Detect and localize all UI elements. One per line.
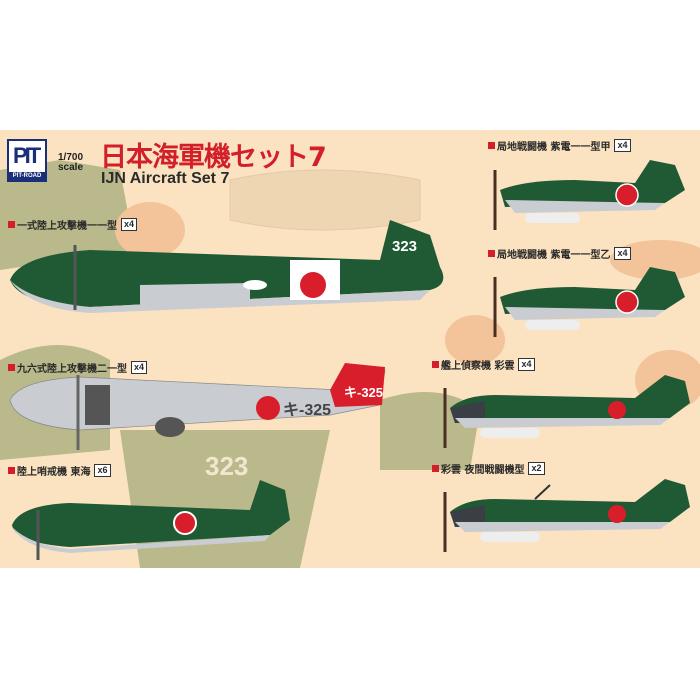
scale-word: scale	[58, 162, 84, 173]
tokai-patrol-illustration	[12, 480, 290, 560]
shiden-kou-illustration	[493, 160, 685, 230]
tail-code: キ-325	[344, 385, 383, 400]
scale-ratio: 1/700	[58, 152, 84, 163]
scale-label: 1/700 scale	[58, 153, 83, 173]
tail-code: 323	[392, 238, 417, 255]
title-japanese: 日本海軍機セット7	[100, 142, 327, 173]
saiun-recon-illustration	[443, 375, 690, 448]
g4m-bomber-illustration: 323	[10, 220, 444, 313]
background-code: 323	[205, 451, 248, 481]
title-english: IJN Aircraft Set 7	[101, 170, 230, 187]
fuselage-code: キ-325	[283, 402, 331, 419]
saiun-night-fighter-illustration	[443, 479, 690, 552]
box-art: 323 PIT PIT-ROAD 1/700 scale 日本海軍機セット7 I…	[0, 130, 700, 568]
g3m-bomber-illustration: キ-325 キ-325	[9, 363, 386, 450]
shiden-otsu-illustration	[493, 267, 685, 337]
pit-road-logo: PIT PIT-ROAD	[7, 139, 47, 182]
